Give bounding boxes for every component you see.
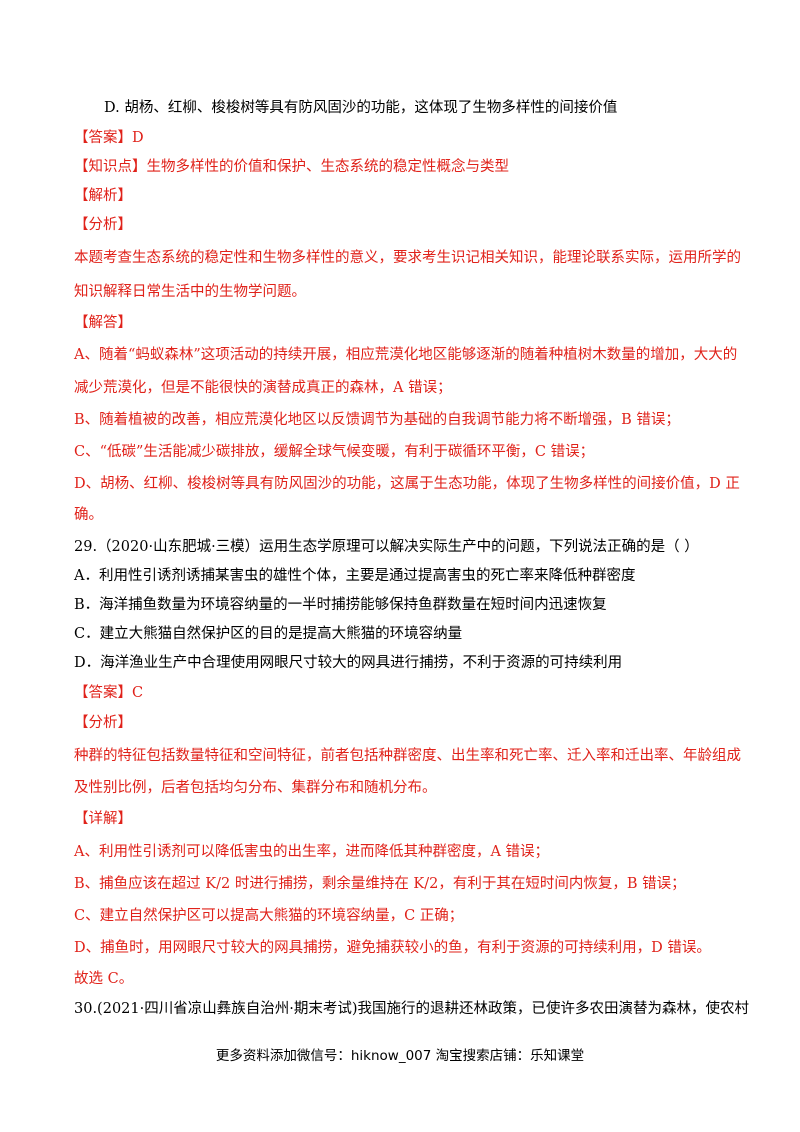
question-29-option-b: B．海洋捕鱼数量为环境容纳量的一半时捕捞能够保持鱼群数量在短时间内迅速恢复 bbox=[74, 597, 607, 613]
question-29-option-c: C．建立大熊猫自然保护区的目的是提高大熊猫的环境容纳量 bbox=[74, 626, 463, 642]
q29-fenxi-text-2: 及性别比例，后者包括均匀分布、集群分布和随机分布。 bbox=[74, 780, 437, 796]
fenxi-tag: 【分析】 bbox=[74, 217, 132, 233]
knowledge-point-line: 【知识点】生物多样性的价值和保护、生态系统的稳定性概念与类型 bbox=[74, 157, 509, 177]
answer-tag: 【答案】 bbox=[74, 130, 132, 146]
q29-fenxi-text-1: 种群的特征包括数量特征和空间特征，前者包括种群密度、出生率和死亡率、迁入率和迁出… bbox=[74, 748, 741, 764]
q29-xiangjie-b: B、捕鱼应该在超过 K/2 时进行捕捞，剩余量维持在 K/2，有利于其在短时间内… bbox=[74, 876, 686, 892]
page-footer: 更多资料添加微信号：hiknow_007 淘宝搜索店铺：乐知课堂 bbox=[215, 1048, 585, 1064]
q29-answer-tag: 【答案】 bbox=[74, 685, 132, 701]
q29-answer-value: C bbox=[132, 685, 144, 701]
knowledge-point-tag: 【知识点】 bbox=[74, 159, 147, 175]
q29-fenxi-tag: 【分析】 bbox=[74, 715, 132, 731]
q29-xiangjie-tag: 【详解】 bbox=[74, 811, 132, 827]
jieda-a-2: 减少荒漠化，但是不能很快的演替成真正的森林，A 错误； bbox=[74, 380, 452, 396]
question-29-option-d: D．海洋渔业生产中合理使用网眼尺寸较大的网具进行捕捞，不利于资源的可持续利用 bbox=[74, 655, 623, 671]
q29-answer-line: 【答案】C bbox=[74, 683, 143, 703]
answer-value: D bbox=[132, 130, 144, 146]
knowledge-point-text: 生物多样性的价值和保护、生态系统的稳定性概念与类型 bbox=[146, 159, 510, 175]
q29-xiangjie-d: D、捕鱼时，用网眼尺寸较大的网具捕捞，避免捕获较小的鱼，有利于资源的可持续利用，… bbox=[74, 940, 711, 956]
question-29-option-a: A．利用性引诱剂诱捕某害虫的雄性个体，主要是通过提高害虫的死亡率来降低种群密度 bbox=[74, 568, 636, 584]
q29-conclusion: 故选 C。 bbox=[74, 971, 134, 987]
question-30-stem: 30.(2021·四川省凉山彝族自治州·期末考试)我国施行的退耕还林政策，已使许… bbox=[74, 1001, 749, 1017]
jieda-c: C、“低碳”生活能减少碳排放，缓解全球气候变暖，有利于碳循环平衡，C 错误； bbox=[74, 444, 595, 460]
q29-xiangjie-a: A、利用性引诱剂可以降低害虫的出生率，进而降低其种群密度，A 错误； bbox=[74, 844, 550, 860]
jieda-d-2: 确。 bbox=[74, 507, 103, 523]
question-29-stem: 29.（2020·山东肥城·三模）运用生态学原理可以解决实际生产中的问题，下列说… bbox=[74, 539, 699, 555]
q29-xiangjie-c: C、建立自然保护区可以提高大熊猫的环境容纳量，C 正确； bbox=[74, 908, 464, 924]
jieda-tag: 【解答】 bbox=[74, 315, 132, 331]
fenxi-text-1: 本题考查生态系统的稳定性和生物多样性的意义，要求考生识记相关知识，能理论联系实际… bbox=[74, 250, 741, 266]
jieda-a-1: A、随着“蚂蚁森林”这项活动的持续开展，相应荒漠化地区能够逐渐的随着种植树木数量… bbox=[74, 347, 738, 363]
jieda-b: B、随着植被的改善，相应荒漠化地区以反馈调节为基础的自我调节能力将不断增强，B … bbox=[74, 412, 680, 428]
jieda-d-1: D、胡杨、红柳、梭梭树等具有防风固沙的功能，这属于生态功能，体现了生物多样性的间… bbox=[74, 476, 740, 492]
answer-line: 【答案】D bbox=[74, 128, 144, 148]
jiexi-tag: 【解析】 bbox=[74, 188, 132, 204]
option-d-line: D. 胡杨、红柳、梭梭树等具有防风固沙的功能，这体现了生物多样性的间接价值 bbox=[104, 100, 618, 116]
fenxi-text-2: 知识解释日常生活中的生物学问题。 bbox=[74, 284, 306, 300]
